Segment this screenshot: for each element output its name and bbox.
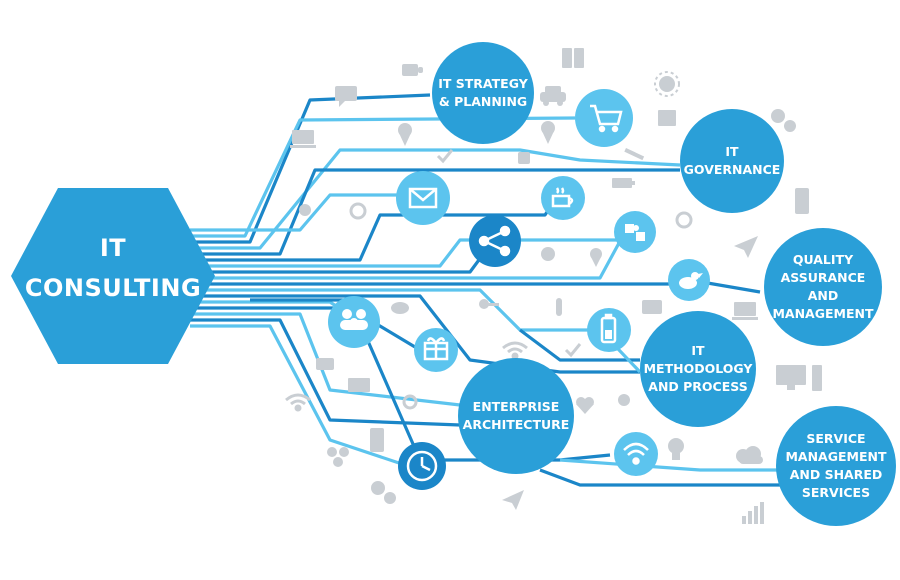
main-nodes: [432, 42, 896, 526]
mail-icon: [408, 187, 438, 209]
check-icon: [564, 343, 582, 358]
mail-node: [396, 171, 450, 225]
heart-icon: [576, 397, 594, 414]
share-icon: [478, 225, 511, 257]
connector-line: [559, 458, 785, 472]
pen-icon: [624, 148, 645, 161]
battery-icon: [612, 178, 635, 188]
paper-plane-icon: [734, 236, 758, 258]
gear-icon: [299, 204, 311, 216]
it-methodology-circle: [640, 311, 756, 427]
it-governance-label: IT GOVERNANCE: [683, 144, 781, 177]
wifi-icon: [623, 442, 649, 465]
bird-icon: [391, 302, 409, 314]
connector-line: [190, 312, 461, 407]
connector-line: [190, 168, 680, 256]
clip-icon: [556, 298, 562, 316]
it-governance-circle: [680, 109, 784, 213]
it-strategy-label: IT STRATEGY & PLANNING: [438, 76, 528, 109]
it-consulting-hexagon: [11, 188, 215, 364]
coffee-node: [541, 176, 585, 220]
it-methodology-label: IT METHODOLOGY AND PROCESS: [643, 343, 753, 394]
connector-line: [190, 324, 406, 467]
wifi-node: [614, 432, 658, 476]
clock-node: [398, 442, 446, 490]
phone-icon: [370, 428, 384, 452]
service-management-label: SERVICE MANAGEMENT AND SHARED SERVICES: [785, 431, 887, 500]
refresh-icon: [349, 202, 367, 220]
box-icon: [658, 110, 676, 126]
twitter-bird-icon: [679, 272, 703, 289]
background-icons: [285, 48, 822, 524]
it-consulting-label: IT CONSULTING: [18, 228, 208, 308]
gift-node: [414, 328, 458, 372]
quality-assurance-label: QUALITY ASSURANCE AND MANAGEMENT: [772, 252, 874, 321]
gift-icon: [423, 337, 449, 361]
connector-line: [519, 328, 640, 362]
camera-icon: [316, 358, 334, 370]
laptop-icon: [290, 130, 316, 148]
people-icon: [327, 447, 349, 467]
monitor-icon: [776, 365, 822, 391]
bulb-icon: [668, 438, 684, 460]
clock-icon: [406, 450, 438, 482]
car-icon: [540, 86, 566, 106]
bar-chart-icon: [742, 502, 764, 524]
sun-icon: [654, 71, 680, 97]
coffee-cup-icon: [402, 64, 423, 76]
connector-line: [190, 294, 640, 374]
wifi-icon: [285, 393, 311, 412]
key-icon: [479, 299, 499, 309]
thumbs-up-icon: [518, 152, 530, 164]
service-management-circle: [776, 406, 896, 526]
phone-icon: [795, 188, 809, 214]
apple-icon: [541, 247, 555, 261]
connector-line: [190, 116, 576, 238]
connector-line: [190, 193, 400, 232]
hub-label-line2: CONSULTING: [24, 274, 202, 302]
screen-icon: [348, 378, 370, 392]
location-pin-icon: [590, 248, 602, 267]
gear-icon: [371, 481, 396, 504]
people-icon: [340, 309, 368, 330]
connector-line: [190, 231, 627, 280]
twitter-node: [668, 259, 710, 301]
check-icon: [436, 149, 454, 164]
connector-line: [539, 468, 785, 487]
chat-bubble-icon: [642, 300, 662, 314]
laptop-icon: [732, 302, 758, 320]
share-node: [469, 215, 521, 267]
puzzle-icon: [625, 224, 645, 241]
book-icon: [562, 48, 584, 68]
gear-icon: [771, 109, 796, 132]
paper-plane-icon: [502, 490, 524, 510]
hub-label-line1: IT: [99, 234, 127, 262]
refresh-icon: [402, 394, 418, 410]
location-pin-icon: [541, 121, 555, 144]
icon-nodes: [328, 89, 710, 490]
quality-assurance-circle: [764, 228, 882, 346]
connector-line: [190, 148, 681, 250]
connector-line: [190, 93, 431, 244]
wifi-icon: [502, 341, 528, 360]
battery-icon: [600, 313, 617, 344]
people-node: [328, 296, 380, 348]
refresh-icon: [675, 211, 693, 229]
cloud-icon: [736, 446, 763, 464]
chat-bubble-icon: [335, 86, 357, 107]
battery-node: [587, 308, 631, 352]
shopping-cart-node: [575, 89, 633, 147]
coffee-cup-icon: [551, 187, 574, 208]
connector-line: [190, 288, 610, 332]
puzzle-node: [614, 211, 656, 253]
location-pin-icon: [398, 123, 412, 146]
enterprise-architecture-label: ENTERPRISE ARCHITECTURE: [462, 399, 570, 432]
enterprise-architecture-circle: [458, 358, 574, 474]
connector-line: [190, 318, 461, 427]
gear-icon: [618, 394, 630, 406]
shopping-cart-icon: [590, 104, 623, 133]
it-strategy-circle: [432, 42, 534, 144]
